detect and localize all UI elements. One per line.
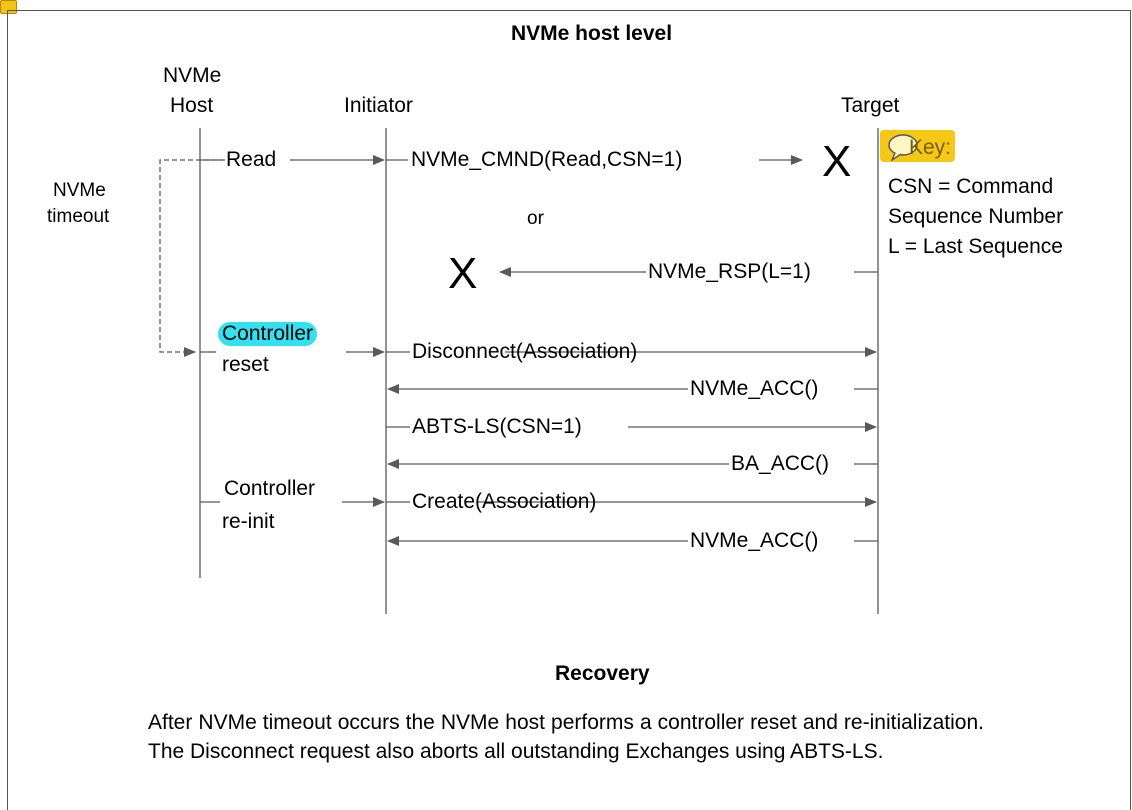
- recovery-text: After NVMe timeout occurs the NVMe host …: [148, 711, 984, 763]
- target-lifeline-label: Target: [841, 94, 900, 117]
- lost-command-x: X: [822, 137, 852, 186]
- read-label: Read: [226, 148, 277, 171]
- controller-reinit-label-2: re-init: [222, 510, 275, 533]
- cmnd-label: NVMe_CMND(Read,CSN=1): [411, 148, 683, 171]
- acc1-label: NVMe_ACC(): [690, 377, 819, 400]
- key-heading: Key:: [909, 136, 952, 159]
- rsp-label: NVMe_RSP(L=1): [648, 260, 811, 283]
- disconnect-label: Disconnect(Association): [412, 340, 638, 363]
- recovery-heading: Recovery: [555, 662, 650, 685]
- acc2-label: NVMe_ACC(): [690, 529, 819, 552]
- host-lifeline-label-2: Host: [170, 94, 214, 117]
- key-line-3: L = Last Sequence: [888, 235, 1063, 258]
- lost-response-x: X: [448, 249, 478, 298]
- key-line-1: CSN = Command: [888, 175, 1054, 198]
- controller-reinit-label-1: Controller: [224, 477, 316, 500]
- speech-bubble-icon[interactable]: [886, 133, 920, 161]
- timeout-note-1: NVMe: [53, 180, 106, 201]
- timeout-dashed-path: [159, 159, 225, 357]
- controller-reset-highlight: Controller: [218, 322, 318, 346]
- diagram-title: NVMe host level: [511, 22, 673, 45]
- create-label: Create(Association): [412, 490, 597, 513]
- reset-label: reset: [222, 353, 269, 376]
- or-label: or: [527, 208, 544, 229]
- timeout-note-2: timeout: [47, 206, 110, 227]
- host-lifeline-label-1: NVMe: [163, 64, 222, 87]
- initiator-lifeline-label: Initiator: [344, 94, 413, 117]
- baacc-label: BA_ACC(): [731, 452, 830, 475]
- key-line-2: Sequence Number: [888, 205, 1064, 228]
- abts-label: ABTS-LS(CSN=1): [412, 415, 582, 438]
- diagram-frame: [7, 10, 1131, 810]
